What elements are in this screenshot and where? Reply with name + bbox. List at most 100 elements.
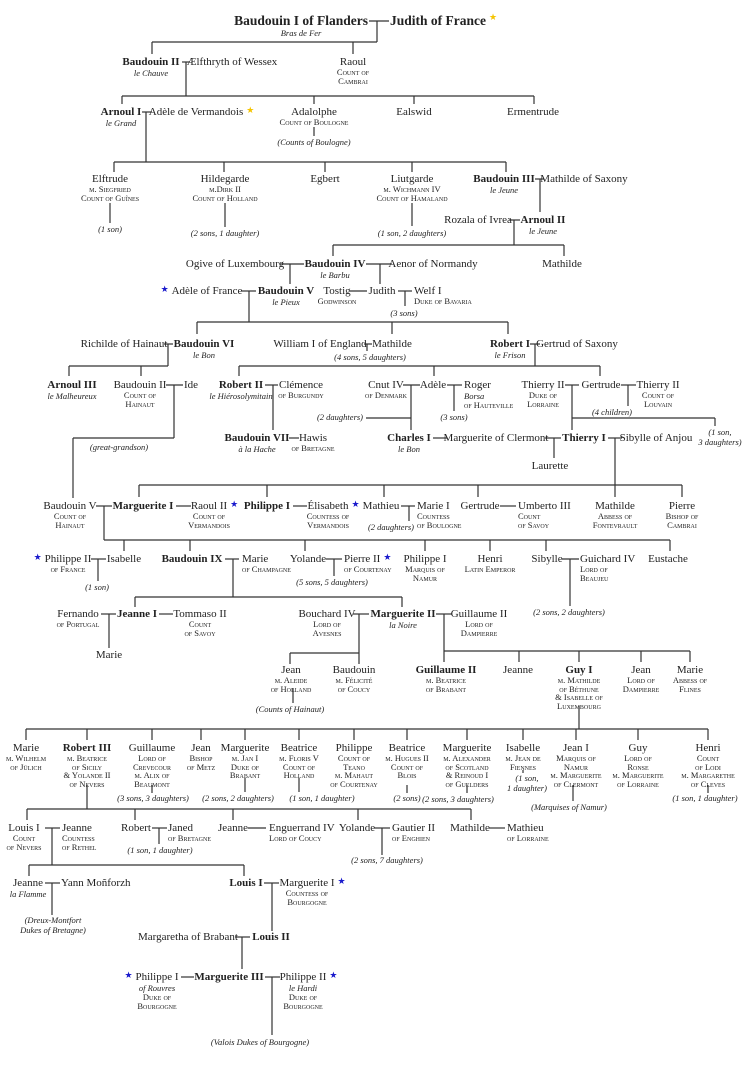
person-node: Ælfthryth of Wessex bbox=[187, 56, 278, 68]
title: Dampierre bbox=[460, 627, 498, 638]
person-node: Yolande bbox=[339, 822, 375, 834]
title: Namur bbox=[563, 761, 589, 772]
descendants-note: (1 son, 1 daughter) bbox=[672, 793, 737, 803]
note-text: (2 sons, 2 daughters) bbox=[202, 793, 274, 803]
descendants-note: (1 son) bbox=[98, 224, 122, 234]
person-name: Marie bbox=[242, 553, 269, 565]
person-name: Gertrude bbox=[581, 379, 621, 391]
person-node: Gertrude bbox=[581, 379, 620, 391]
person-name: Marguerite III bbox=[194, 971, 264, 983]
person-name: Marguerite I bbox=[112, 500, 174, 512]
title: & Reinoud I bbox=[445, 770, 489, 780]
title: Count of Guînes bbox=[80, 192, 140, 203]
note-text: (5 sons, 5 daughters) bbox=[296, 577, 368, 587]
title: of Nevers bbox=[69, 778, 105, 789]
descendants-note: (2 sons, 2 daughters) bbox=[533, 607, 605, 617]
star-icon: ★ bbox=[329, 971, 338, 981]
person-name: Adèle bbox=[419, 379, 447, 391]
title: Duke of bbox=[230, 761, 260, 772]
person-name: Jeanne bbox=[218, 822, 248, 834]
title: of Courtenay bbox=[344, 564, 392, 574]
person-name: Tommaso II bbox=[173, 608, 227, 620]
title: Lorraine bbox=[527, 398, 559, 409]
title: Crevecour bbox=[132, 761, 171, 772]
title: Flines bbox=[679, 683, 701, 694]
descendants-note: (2 sons, 7 daughters) bbox=[351, 855, 423, 865]
person-node: Yann Moñforzh bbox=[61, 877, 130, 889]
star-icon: ★ bbox=[246, 106, 255, 116]
descendants-note: (4 children) bbox=[592, 407, 632, 417]
epithet: of Rouvres bbox=[138, 983, 176, 993]
title: m.Dirk II bbox=[209, 184, 241, 194]
title: Avesnes bbox=[312, 627, 342, 638]
title: m. Beatrice bbox=[67, 753, 107, 763]
person-name: Gertrud of Saxony bbox=[536, 338, 618, 350]
person-node: Richilde of Hainaut bbox=[81, 338, 168, 350]
person-name: Hawis bbox=[298, 432, 328, 444]
person-name: Pierre II bbox=[344, 553, 381, 565]
person-name: Elftrude bbox=[91, 173, 129, 185]
title: of Hauteville bbox=[464, 400, 514, 410]
title: m. Marguerite bbox=[612, 770, 664, 780]
epithet: le Grand bbox=[105, 118, 137, 128]
descendants-note: (2 daughters) bbox=[368, 522, 414, 532]
note-text: (1 son) bbox=[85, 582, 109, 592]
title: Lord of bbox=[627, 675, 655, 685]
person-node: Adèle of France bbox=[172, 285, 243, 297]
title: of Rethel bbox=[62, 841, 97, 852]
descendants-note: (Marquises of Namur) bbox=[531, 802, 607, 812]
person-node: Egbert bbox=[310, 173, 339, 185]
title: Luxembourg bbox=[557, 700, 601, 711]
person-name: Margaretha of Brabant bbox=[138, 931, 238, 943]
person-name: Roger bbox=[464, 379, 491, 391]
title: m. Aleide bbox=[274, 675, 308, 685]
person-name: Jeanne bbox=[13, 877, 43, 889]
title: Duke of Bavaria bbox=[414, 296, 472, 306]
note-text: (2 sons, 2 daughters) bbox=[533, 607, 605, 617]
descendants-note: (2 sons, 1 daughter) bbox=[191, 228, 259, 238]
title: m. Mahaut bbox=[334, 770, 374, 780]
person-name: Louis I bbox=[8, 822, 40, 834]
descendants-note: (Counts of Hainaut) bbox=[256, 704, 324, 714]
title: Count of Hamaland bbox=[376, 192, 448, 203]
title: Lord of Coucy bbox=[269, 833, 322, 843]
title: of Savoy bbox=[518, 519, 550, 530]
title: m. Margarethe bbox=[681, 770, 735, 780]
title: m. Marguerite bbox=[550, 770, 602, 780]
epithet: Borsa bbox=[464, 391, 485, 401]
person-name: Jeanne bbox=[503, 664, 533, 676]
person-name: Clémence bbox=[279, 379, 323, 391]
note-text: (Counts of Hainaut) bbox=[255, 704, 325, 714]
title: Lord of bbox=[624, 753, 652, 763]
person-name: Guillaume II bbox=[450, 608, 508, 620]
descendants-note: (2 sons, 2 daughters) bbox=[202, 793, 274, 803]
title: Brabant bbox=[229, 770, 261, 780]
person-node: Philippe I bbox=[244, 500, 290, 512]
person-node: Jeanne bbox=[503, 664, 533, 676]
person-node: Marguerite I bbox=[113, 500, 174, 512]
person-name: Baudouin IV bbox=[304, 258, 366, 270]
person-name: Isabelle bbox=[505, 742, 541, 754]
person-name: Thierry II bbox=[521, 379, 565, 391]
title: of Guelders bbox=[445, 778, 489, 789]
descendants-note: (2 daughters) bbox=[317, 412, 363, 422]
person-name: Isabelle bbox=[106, 553, 142, 565]
